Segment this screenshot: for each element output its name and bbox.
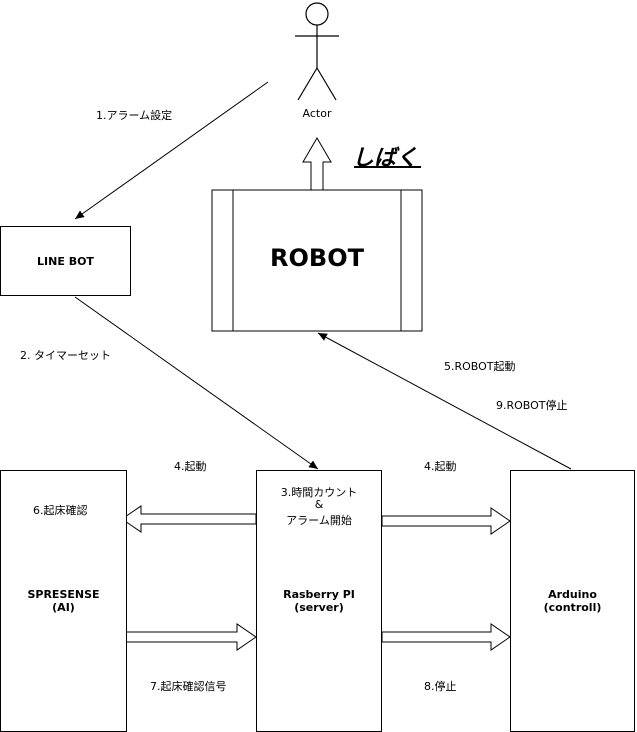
actor-figure xyxy=(295,2,339,101)
step-3-label-line3: アラーム開始 xyxy=(286,514,352,527)
arduino-role: (controll) xyxy=(543,601,602,614)
step-4-left-label: 4.起動 xyxy=(174,460,207,473)
step-8-label: 8.停止 xyxy=(424,680,457,693)
step-7-label: 7.起床確認信号 xyxy=(150,680,227,693)
block-arrow-pi-to-arduino-start xyxy=(381,507,511,535)
block-arrow-robot-to-actor xyxy=(302,137,332,191)
arrow-alarm-setting xyxy=(74,81,269,220)
rasberry-pi-role: (server) xyxy=(294,601,344,614)
step-9-label: 9.ROBOT停止 xyxy=(496,399,568,412)
spresense-role: (AI) xyxy=(52,601,75,614)
block-arrow-pi-to-spresense xyxy=(121,505,257,533)
actor-head xyxy=(305,2,329,26)
robot-label: ROBOT xyxy=(270,244,364,272)
step-3-label-line2: & xyxy=(314,498,324,511)
robot-box xyxy=(211,189,423,332)
arduino-box: Arduino (controll) xyxy=(510,470,635,732)
spresense-box: SPRESENSE (AI) xyxy=(0,470,127,732)
step-4-right-label: 4.起動 xyxy=(424,460,457,473)
block-arrow-spresense-to-pi xyxy=(125,623,257,651)
rasberry-pi-name: Rasberry PI xyxy=(283,588,355,601)
arduino-name: Arduino xyxy=(548,588,597,601)
step-5-label: 5.ROBOT起動 xyxy=(444,360,516,373)
rasberry-pi-box: Rasberry PI (server) xyxy=(256,470,382,732)
robot-caption: しばく xyxy=(352,146,419,171)
actor-right-leg xyxy=(316,67,337,101)
arrow-robot-control xyxy=(317,332,572,470)
step-6-label: 6.起床確認 xyxy=(33,504,88,517)
actor-label: Actor xyxy=(302,107,332,120)
line-bot-label: LINE BOT xyxy=(37,254,94,268)
step-3-label-line1: 3.時間カウント xyxy=(280,486,358,499)
line-bot-box: LINE BOT xyxy=(0,226,131,296)
step-2-label: 2. タイマーセット xyxy=(20,349,111,362)
actor-left-leg xyxy=(297,67,318,101)
spresense-name: SPRESENSE xyxy=(27,588,100,601)
arrow-timer-set xyxy=(74,296,319,470)
block-arrow-pi-to-arduino-stop xyxy=(381,623,511,651)
step-1-label: 1.アラーム設定 xyxy=(96,109,173,122)
